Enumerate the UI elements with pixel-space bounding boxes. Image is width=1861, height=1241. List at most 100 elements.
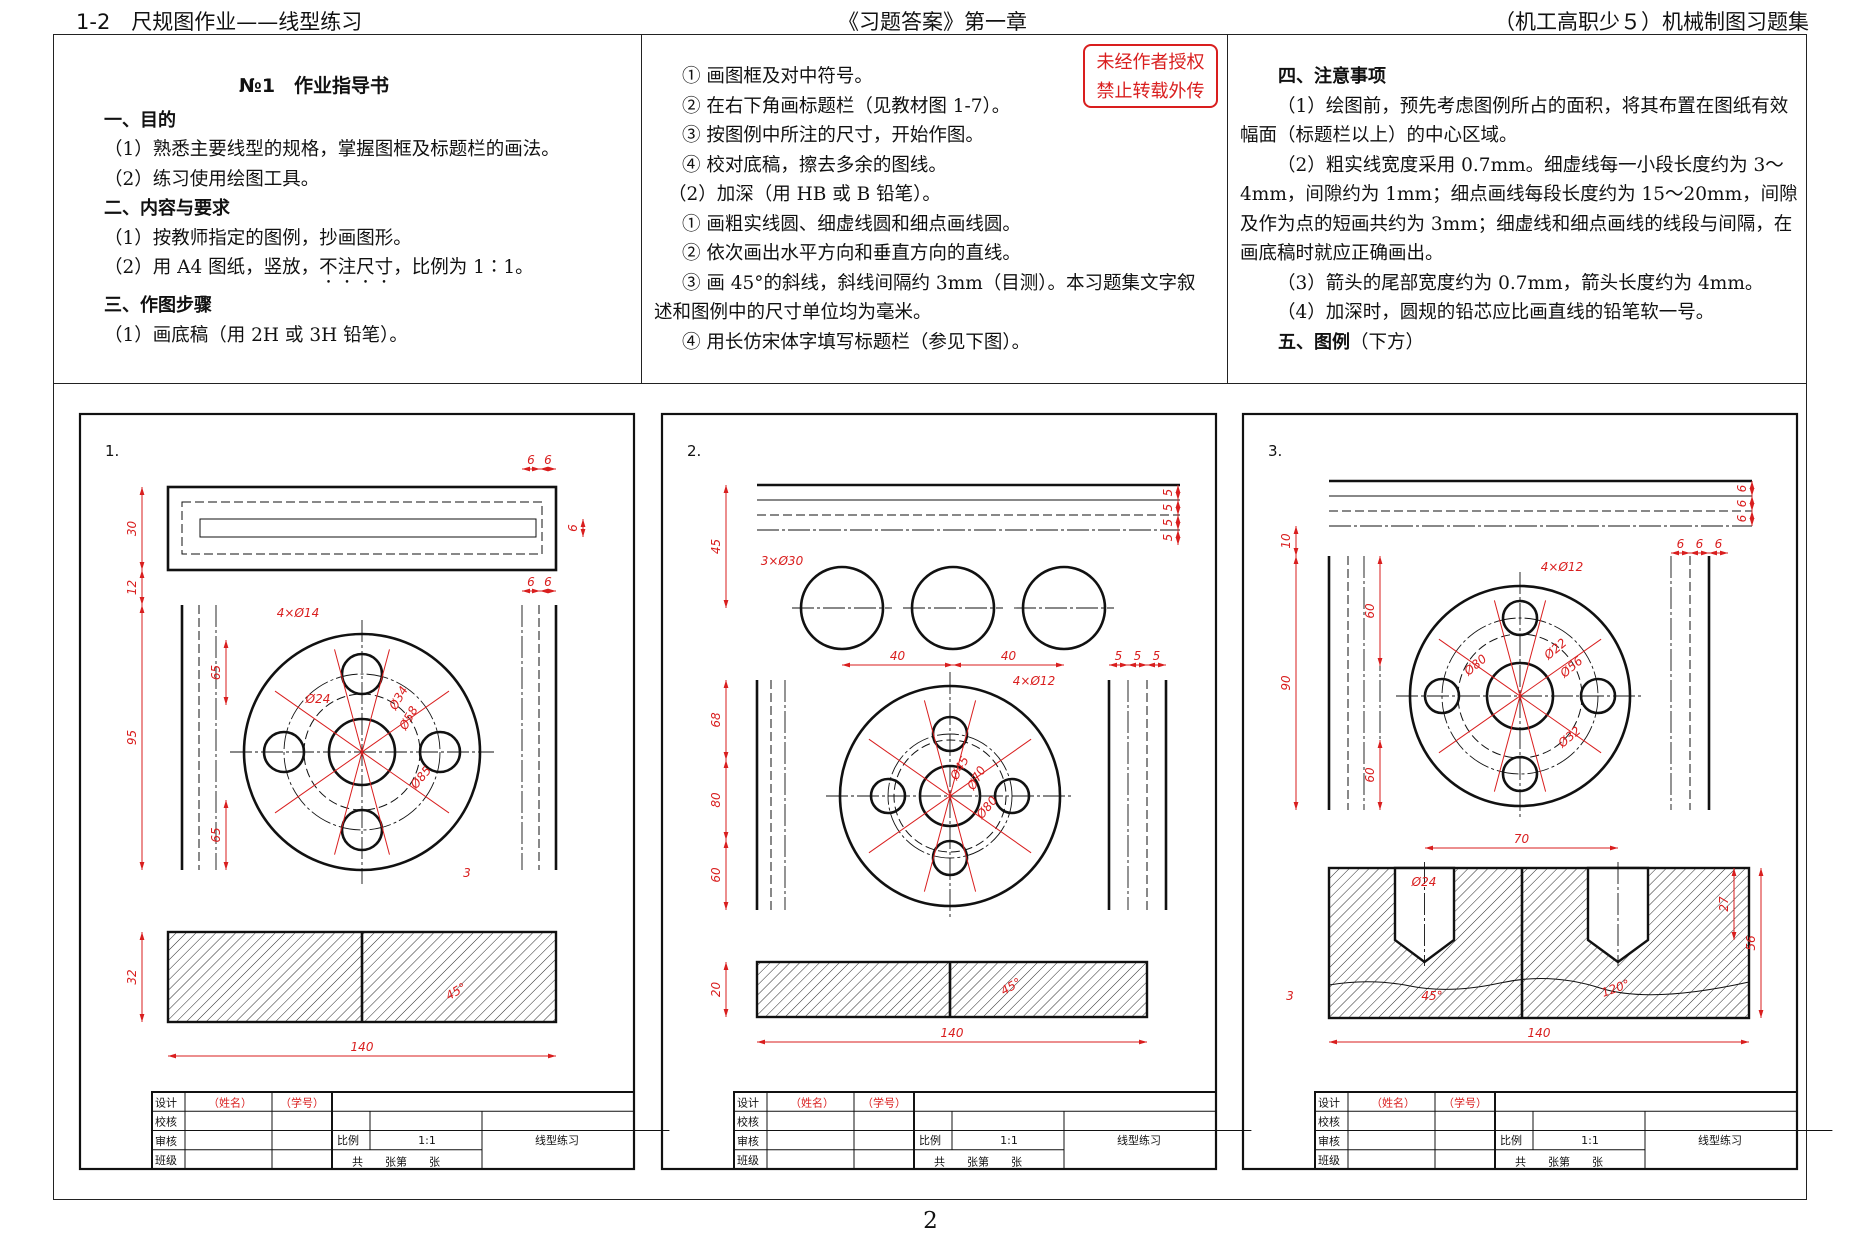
sheet-label: 1. xyxy=(105,442,119,460)
dim-32: 32 xyxy=(125,969,139,984)
tb-id: （学号） xyxy=(862,1095,906,1109)
stamp-line-1: 未经作者授权 xyxy=(1096,52,1205,73)
tb-scale: 1:1 xyxy=(1000,1134,1018,1147)
tb-scale-label: 比例 xyxy=(1500,1133,1522,1147)
dim-45: 45 xyxy=(709,539,723,554)
sheet-label: 3. xyxy=(1268,442,1282,460)
content-item-2-pre: （2）用 A4 图纸，竖放， xyxy=(104,257,320,278)
break-line xyxy=(1328,978,1750,996)
tb-name: （姓名） xyxy=(208,1095,252,1109)
hatched-section xyxy=(757,962,1147,1017)
guide-column-3: 四、注意事项 （1）绘图前，预先考虑图例所占的面积，将其布置在图纸有效幅面（标题… xyxy=(1240,62,1806,357)
tb-drawing-name: 线型练习 xyxy=(535,1133,579,1147)
dim-4×Ø12: 4×Ø12 xyxy=(1013,674,1055,688)
dim-6: 6 xyxy=(1735,499,1749,507)
guide-column-1: №1 作业指导书 一、目的 （1）熟悉主要线型的规格，掌握图框及标题栏的画法。 … xyxy=(104,72,624,350)
dim-65: 65 xyxy=(209,665,223,680)
page-number: 2 xyxy=(923,1208,938,1234)
tb-scale-label: 比例 xyxy=(919,1133,941,1147)
tb-sheets: 共 张第 张 xyxy=(352,1154,440,1168)
content-item-2-post: ，比例为 1∶1。 xyxy=(393,257,534,278)
dim-27: 27 xyxy=(1717,896,1731,912)
step-draft-3: ③ 按图例中所注的尺寸，开始作图。 xyxy=(682,125,984,146)
tb-class: 班级 xyxy=(737,1154,759,1167)
content-item-1: （1）按教师指定的图例，抄画图形。 xyxy=(104,227,412,249)
tb-sheets: 共 张第 张 xyxy=(934,1154,1022,1168)
dim-Ø24: Ø24 xyxy=(1411,875,1437,889)
step-draft-2: ② 在右下角画标题栏（见教材图 1-7）。 xyxy=(682,95,1011,117)
dim-6: 6 xyxy=(566,524,580,532)
dim-Ø80: Ø80 xyxy=(1461,651,1490,678)
tb-reviewer: 审核 xyxy=(1318,1134,1340,1148)
header-right: （机工高职少５）机械制图习题集 xyxy=(1494,10,1809,34)
dim-5: 5 xyxy=(1161,534,1175,542)
tb-id: （学号） xyxy=(280,1095,324,1109)
dim-6: 6 xyxy=(527,575,535,589)
content-item-2-emphasis: 不注尺寸 xyxy=(319,257,394,278)
dim-40: 40 xyxy=(1001,649,1017,663)
tb-reviewer: 审核 xyxy=(737,1134,759,1148)
dim-Ø85: Ø85 xyxy=(407,763,434,792)
dim-6: 6 xyxy=(1715,537,1723,551)
tb-scale: 1:1 xyxy=(418,1134,436,1147)
dim-20: 20 xyxy=(709,982,723,998)
tb-name: （姓名） xyxy=(790,1095,834,1109)
tb-drawing-name: 线型练习 xyxy=(1117,1133,1161,1147)
tb-reviewer: 审核 xyxy=(155,1134,177,1148)
section-notes-title: 四、注意事项 xyxy=(1278,66,1386,87)
column-divider-1 xyxy=(641,34,642,383)
section-example-title: 五、图例 xyxy=(1278,331,1350,353)
dim-140: 140 xyxy=(941,1026,964,1040)
dim-68: 68 xyxy=(709,712,723,728)
notes-item-3: （3）箭头的尾部宽度约为 0.7mm，箭头长度约为 4mm。 xyxy=(1277,272,1764,294)
copyright-stamp: 未经作者授权 禁止转载外传 xyxy=(1083,44,1218,108)
dim-12: 12 xyxy=(125,580,139,595)
dim-140: 140 xyxy=(351,1040,374,1054)
step-ink-title: （2）加深（用 HB 或 B 铅笔）。 xyxy=(668,184,941,205)
dim-3×Ø30: 3×Ø30 xyxy=(761,554,804,568)
sheet-border xyxy=(660,412,1218,1171)
dim-Ø32: Ø32 xyxy=(1555,724,1584,751)
header-left: 1-2 尺规图作业——线型练习 xyxy=(76,10,363,34)
section-purpose-title: 一、目的 xyxy=(104,109,176,131)
step-ink-3: ③ 画 45°的斜线，斜线间隔约 3mm（目测）。本习题集文字叙述和图例中的尺寸… xyxy=(654,272,1196,324)
dim-90: 90 xyxy=(1279,675,1293,691)
notes-item-1: （1）绘图前，预先考虑图例所占的面积，将其布置在图纸有效幅面（标题栏以上）的中心… xyxy=(1240,95,1789,147)
tb-drawing-name: 线型练习 xyxy=(1698,1133,1742,1147)
dim-140: 140 xyxy=(1528,1026,1551,1040)
purpose-item-2: （2）练习使用绘图工具。 xyxy=(104,168,320,190)
dim-5: 5 xyxy=(1161,489,1175,497)
dim-65: 65 xyxy=(209,827,223,842)
dim-Ø24: Ø24 xyxy=(305,692,331,706)
tb-checker: 校核 xyxy=(155,1115,177,1129)
section-steps-title: 三、作图步骤 xyxy=(104,295,212,316)
dim-6: 6 xyxy=(1735,484,1749,492)
dim-6: 6 xyxy=(1735,514,1749,522)
dim-95: 95 xyxy=(125,730,139,745)
section-content-title: 二、内容与要求 xyxy=(104,198,230,219)
step-ink-4: ④ 用长仿宋体字填写标题栏（参见下图）。 xyxy=(682,331,1031,353)
diameter-leader xyxy=(334,649,390,855)
dim-5: 5 xyxy=(1115,649,1123,663)
content-item-2: （2）用 A4 图纸，竖放，不注尺寸，比例为 1∶1。 xyxy=(104,253,624,288)
dim-5: 5 xyxy=(1134,649,1142,663)
section-outline xyxy=(1327,866,1751,1020)
dim-5: 5 xyxy=(1161,504,1175,512)
dim-4×Ø12: 4×Ø12 xyxy=(1541,560,1583,574)
steps-item-1: （1）画底稿（用 2H 或 3H 铅笔）。 xyxy=(104,324,408,346)
dim-45°: 45° xyxy=(1421,989,1442,1003)
tb-designer: 设计 xyxy=(737,1096,759,1109)
step-ink-2: ② 依次画出水平方向和垂直方向的直线。 xyxy=(682,243,1021,264)
dim-70: 70 xyxy=(1514,832,1530,846)
dim-56: 56 xyxy=(1744,935,1758,951)
frame-inner xyxy=(199,518,537,538)
guide-column-2: ① 画图框及对中符号。 ② 在右下角画标题栏（见教材图 1-7）。 ③ 按图例中… xyxy=(654,62,1214,357)
frame-outer xyxy=(166,485,558,572)
tb-name: （姓名） xyxy=(1371,1095,1415,1109)
bolt-circle xyxy=(283,673,441,831)
dim-60: 60 xyxy=(1363,767,1377,783)
